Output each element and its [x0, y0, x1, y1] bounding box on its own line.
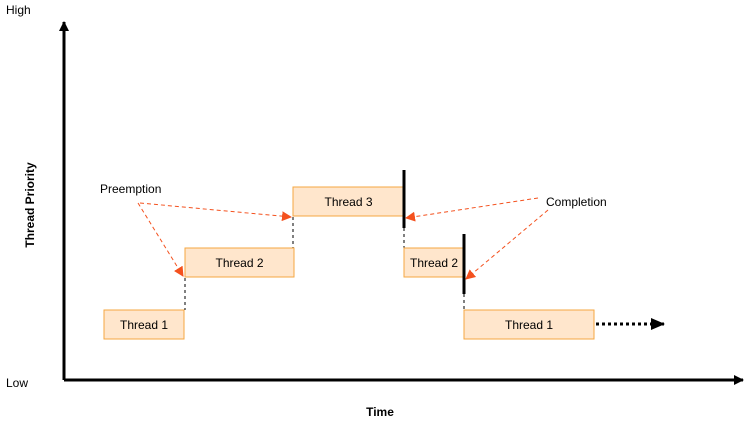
x-axis-title: Time: [366, 405, 394, 419]
thread-box: Thread 2: [184, 247, 295, 278]
completion-arrow: [405, 197, 539, 222]
thread-box: Thread 2: [403, 247, 465, 278]
y-axis-low-label: Low: [6, 376, 28, 390]
thread-box-label: Thread 3: [324, 195, 372, 209]
preemption-arrow: [139, 202, 292, 222]
thread-box: Thread 1: [103, 309, 185, 340]
y-axis-title: Thread Priority: [23, 162, 37, 248]
thread-box: Thread 1: [463, 309, 595, 340]
thread-box-label: Thread 2: [410, 256, 458, 270]
thread-box-label: Thread 2: [215, 256, 263, 270]
y-axis-high-label: High: [6, 3, 31, 17]
thread-box: Thread 3: [292, 186, 405, 217]
preemption-label: Preemption: [100, 182, 161, 196]
preemption-arrow: [137, 202, 184, 277]
thread-box-label: Thread 1: [120, 318, 168, 332]
thread-box-label: Thread 1: [505, 318, 553, 332]
completion-label: Completion: [546, 195, 607, 209]
completion-arrow: [465, 209, 549, 280]
